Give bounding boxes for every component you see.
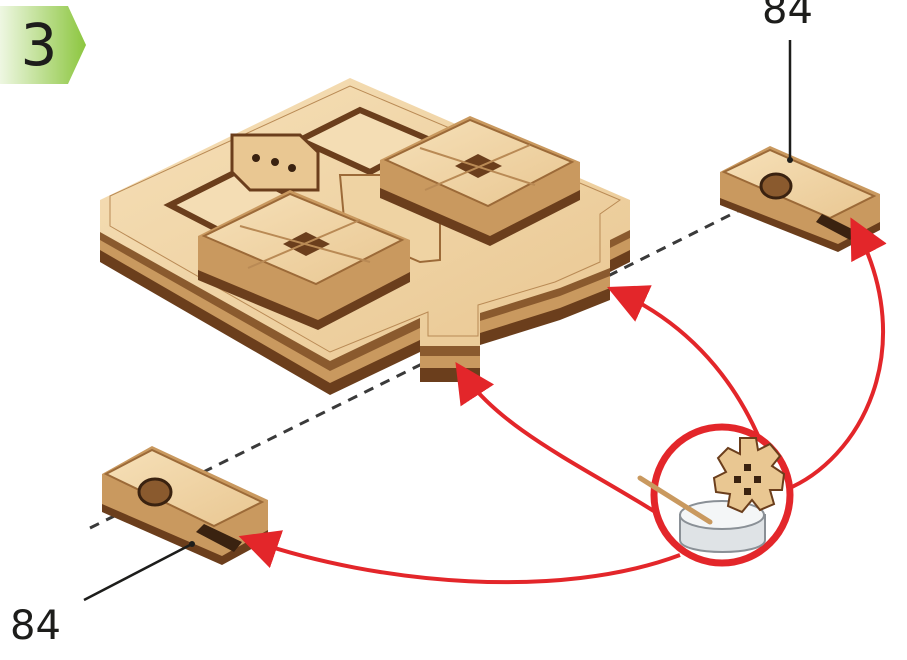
part-84-top <box>720 146 880 252</box>
glue-arrow-to-base-slot <box>618 292 760 440</box>
glue-arrow-to-part-84-top <box>785 228 883 490</box>
glue-symbol <box>640 427 790 563</box>
glue-arrow-to-part-84-bottom <box>250 540 680 582</box>
part-number-label-bottom: 84 <box>10 604 61 648</box>
part-number-label-top: 84 <box>762 0 813 32</box>
base-plate-assembly <box>100 78 630 395</box>
glue-arrow-to-base-tab <box>462 372 660 515</box>
leader-line-bottom <box>84 545 190 600</box>
